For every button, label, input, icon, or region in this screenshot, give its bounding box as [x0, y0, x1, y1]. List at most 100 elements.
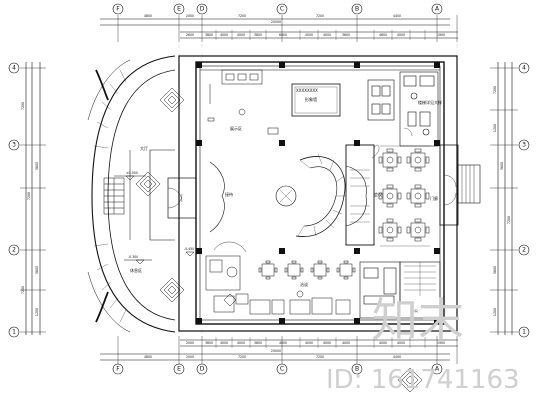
bottom-dim-outer-3: 7200	[238, 355, 246, 359]
stair-note: 楼梯详见大样	[418, 99, 442, 105]
stair-core	[345, 144, 375, 246]
sign-wall-title: XXXXXXXX	[296, 88, 318, 93]
axis-label-bottom-3: D	[200, 366, 205, 373]
top-dim-inner-10: 4600	[379, 33, 387, 37]
axis-label-bottom-2: E	[177, 366, 181, 373]
left-dim-6: 1200	[35, 308, 39, 316]
top-partitions	[200, 69, 440, 147]
top-dimension-chain	[100, 15, 458, 42]
central-stair	[275, 153, 346, 237]
bottom-dim-outer-1: 4800	[144, 355, 152, 359]
axis-label-bottom-4: C	[280, 366, 284, 373]
axis-label-bottom-1: F	[116, 366, 120, 373]
axis-label-right-3: 2	[522, 247, 526, 254]
room-label-reception: 接待	[225, 191, 233, 197]
left-dim-5: 3600	[35, 266, 39, 274]
top-dim-inner-11: 4000	[397, 33, 405, 37]
top-dim-inner-5: 3800	[254, 33, 262, 37]
top-dim-inner-3: 4000	[220, 33, 228, 37]
right-dim-5: 3600	[493, 266, 497, 274]
right-dim-1: 7200	[493, 86, 497, 94]
bottom-dim-inner-3: 4000	[220, 341, 228, 345]
axis-label-left-3: 2	[12, 247, 16, 254]
display-area-furniture	[207, 69, 279, 135]
axis-label-bottom-5: B	[355, 366, 359, 373]
right-dimension-chain	[490, 62, 518, 335]
bottom-dimension-chain	[100, 336, 458, 364]
axis-label-right-2: 3	[522, 142, 526, 149]
level-marker-3: -0.450	[184, 247, 194, 251]
axis-bubbles-left	[8, 62, 20, 338]
room-label-lobby: 大厅	[140, 145, 148, 151]
level-marker-2: -0.300	[128, 255, 138, 259]
planter-diamonds	[135, 87, 423, 393]
bottom-dim-inner-2: 3800	[205, 341, 213, 345]
top-dim-outer-4: 7200	[316, 14, 324, 18]
top-dim-outer-2: 2000	[186, 14, 194, 18]
sign-wall-subtitle: 形象墙	[305, 96, 317, 102]
left-dim-4: 7200	[21, 286, 25, 294]
axis-label-top-4: C	[280, 6, 284, 13]
axis-label-bottom-6: A	[435, 366, 440, 373]
room-label-office: 办公	[410, 307, 418, 313]
room-label-display: 展示区	[230, 125, 242, 131]
left-dim-2: 7200	[27, 192, 31, 200]
axis-label-top-2: E	[177, 6, 181, 13]
top-dim-inner-4: 4000	[237, 33, 245, 37]
lounge-furniture	[205, 241, 351, 315]
bottom-dim-outer-4: 7200	[316, 355, 324, 359]
right-dim-2: 1200	[493, 124, 497, 132]
bottom-dim-inner-1: 2000	[186, 341, 194, 345]
level-marker-1: ±0.000	[126, 171, 138, 175]
bottom-dim-inner-7: 4000	[305, 341, 313, 345]
office-area	[359, 261, 441, 319]
left-entrance-steps	[103, 177, 125, 215]
bottom-dim-inner-12: 1900	[437, 341, 445, 345]
top-dim-outer-1: 4800	[144, 14, 152, 18]
left-vestibule	[167, 161, 225, 233]
bottom-dim-inner-5: 3800	[254, 341, 262, 345]
axis-label-top-3: D	[200, 6, 205, 13]
right-entrance	[439, 144, 481, 226]
top-dim-total: 20000	[271, 20, 281, 24]
watermark-brand: 知末	[372, 293, 464, 347]
axis-label-top-1: F	[116, 6, 120, 13]
left-curved-wing	[87, 55, 176, 333]
bottom-dim-inner-10: 4000	[379, 341, 387, 345]
axis-label-top-5: B	[355, 6, 359, 13]
level-markers	[114, 175, 195, 265]
axis-label-left-1: 4	[12, 65, 16, 72]
room-label-vestibule: 门廊	[430, 195, 438, 201]
right-dim-4: 7200	[507, 216, 511, 224]
bottom-dim-inner-4: 4000	[237, 341, 245, 345]
left-dim-3: 3600	[35, 162, 39, 170]
negotiation-tables	[258, 260, 356, 280]
axis-label-left-4: 1	[12, 329, 16, 336]
watermark-id: ID: 161741163	[326, 365, 520, 395]
room-label-negotiation: 洽谈	[300, 281, 308, 287]
sign-wall	[291, 83, 341, 117]
top-dim-inner-9: 3600	[342, 33, 350, 37]
bottom-dim-inner-9: 4000	[342, 341, 350, 345]
right-dim-6: 1200	[493, 308, 497, 316]
axis-label-top-6: A	[435, 6, 440, 13]
bottom-dim-total: 20000	[271, 349, 281, 353]
top-dim-outer-3: 7200	[238, 14, 246, 18]
top-dim-inner-12: 1900	[437, 33, 445, 37]
right-dim-3: 3600	[500, 162, 504, 170]
axis-bubbles-top	[112, 3, 443, 15]
top-dim-inner-2: 3800	[205, 33, 213, 37]
bottom-dim-inner-11: 4000	[397, 341, 405, 345]
room-label-meeting: 会议	[374, 191, 382, 197]
axis-bubbles-right	[518, 62, 530, 338]
axis-label-right-1: 4	[522, 65, 526, 72]
left-dimension-chain	[20, 62, 46, 335]
room-label-lounge: 休息区	[130, 267, 142, 273]
top-dim-inner-7: 4000	[305, 33, 313, 37]
axis-bubbles-bottom	[112, 363, 443, 375]
bottom-dim-outer-5: 4400	[393, 355, 401, 359]
bottom-dim-inner-6: 4000	[279, 341, 287, 345]
top-dim-inner-6: 6000	[279, 33, 287, 37]
top-dim-inner-8: 4000	[323, 33, 331, 37]
